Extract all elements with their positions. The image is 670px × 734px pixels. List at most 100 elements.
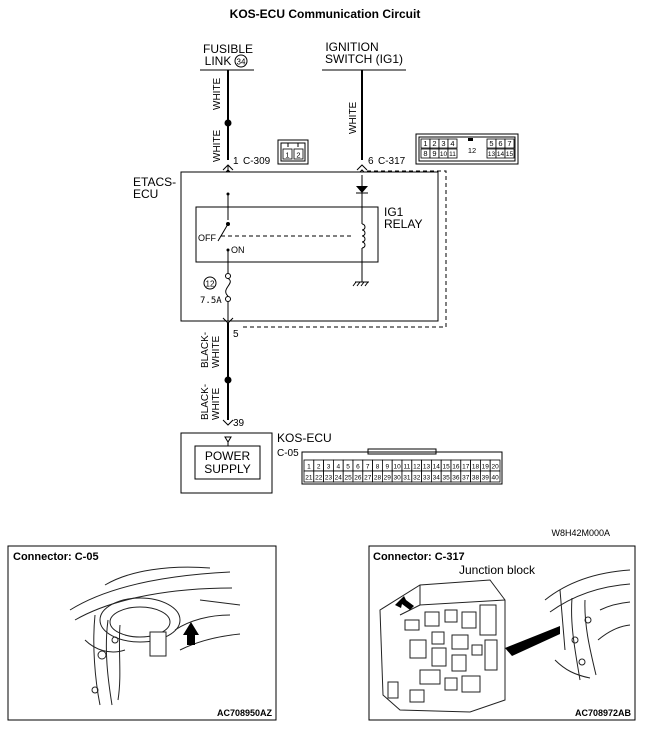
wire-color-left-upper-2: WHITE <box>212 129 223 162</box>
c05-pin-label: 34 <box>433 475 441 482</box>
c05-pin-label: 19 <box>482 464 490 471</box>
kos-input-marker <box>224 436 232 443</box>
relay-label-line1: IG1 <box>384 205 404 219</box>
etacs-ecu-box <box>180 171 439 322</box>
svg-text:5: 5 <box>489 139 493 148</box>
c05-pin-label: 12 <box>413 464 421 471</box>
fusible-link-label: FUSIBLE LINK 34 <box>200 42 254 71</box>
splice-left-lower <box>224 376 232 384</box>
location-pointer <box>505 626 560 656</box>
c05-pin-label: 24 <box>335 475 343 482</box>
svg-text:4: 4 <box>450 139 454 148</box>
pin-chevron-c317 <box>356 164 368 171</box>
c05-pin-label: 36 <box>452 475 460 482</box>
c05-pin-label: 3 <box>327 464 331 471</box>
fusible-link-number: 34 <box>237 58 246 67</box>
junction-block-sketch <box>379 579 506 713</box>
fuse-number-circle <box>203 276 217 290</box>
pin-kos-in: 39 <box>233 418 245 429</box>
power-supply-box <box>194 445 261 480</box>
c05-pin-label: 23 <box>325 475 333 482</box>
c05-pin-label: 20 <box>491 464 499 471</box>
svg-text:9: 9 <box>432 149 436 158</box>
c05-pin-label: 27 <box>364 475 372 482</box>
arrow-icon-c317 <box>395 596 414 610</box>
svg-text:10: 10 <box>440 151 448 158</box>
relay-label-line2: RELAY <box>384 217 422 231</box>
c05-pin-label: 15 <box>442 464 450 471</box>
c05-pin-label: 10 <box>393 464 401 471</box>
c05-pin-label: 6 <box>356 464 360 471</box>
fuse-rating: 7.5A <box>200 296 222 306</box>
c05-pin-cell <box>489 470 501 483</box>
ignition-switch-line1: IGNITION <box>325 40 378 54</box>
c05-pin-label: 16 <box>452 464 460 471</box>
c05-pin-label: 11 <box>404 464 411 471</box>
c05-pin-label: 26 <box>354 475 362 482</box>
figure-code: W8H42M000A <box>551 528 610 538</box>
panel-c317-frame <box>368 545 636 721</box>
panel-c317-sublabel: Junction block <box>459 563 536 577</box>
switch-on-label: ON <box>231 245 245 255</box>
fusible-link-line1: FUSIBLE <box>203 42 253 56</box>
c05-pin-label: 39 <box>482 475 490 482</box>
c05-pin-label: 14 <box>433 464 441 471</box>
kos-connector-label: C-05 <box>277 448 299 459</box>
svg-text:1: 1 <box>423 139 427 148</box>
power-supply-line2: SUPPLY <box>204 462 250 476</box>
etacs-dashed-boundary <box>240 170 447 328</box>
c05-pin-label: 1 <box>307 464 311 471</box>
c05-pin-label: 32 <box>413 475 421 482</box>
panel-c317-code: AC708972AB <box>575 708 632 718</box>
fuse-number: 12 <box>206 280 215 289</box>
relay-inner-box <box>195 206 379 263</box>
c05-pin-label: 25 <box>344 475 352 482</box>
pin-chevron-kos-in <box>222 419 234 426</box>
c05-pin-label: 28 <box>374 475 382 482</box>
c05-pin-label: 31 <box>403 475 411 482</box>
c05-pin-label: 7 <box>366 464 370 471</box>
c05-pin-label: 30 <box>393 475 401 482</box>
dashboard-sketch-c05 <box>69 566 241 706</box>
svg-text:3: 3 <box>441 139 445 148</box>
ignition-switch-label: IGNITION SWITCH (IG1) <box>322 40 406 71</box>
c05-pin-label: 29 <box>384 475 392 482</box>
wire-color-left-lower-2b: WHITE <box>211 387 222 420</box>
switch-off-label: OFF <box>198 233 216 243</box>
etacs-label-line1: ETACS- <box>133 175 176 189</box>
c05-pin-label: 35 <box>442 475 450 482</box>
c05-pin-label: 17 <box>462 464 470 471</box>
pin-c309-connector: C-309 <box>243 156 271 167</box>
panel-c05-frame <box>7 545 277 721</box>
svg-text:14: 14 <box>497 151 505 158</box>
c05-pin-label: 40 <box>491 475 499 482</box>
svg-text:13: 13 <box>488 151 496 158</box>
connector-c309-icon: 1 2 <box>277 139 309 165</box>
diode-symbol <box>356 186 368 193</box>
svg-text:2: 2 <box>432 139 436 148</box>
ground-icon <box>352 281 369 287</box>
c05-pin-label: 21 <box>305 475 313 482</box>
panel-connector-c05: Connector: C-05 AC708950AZ <box>7 545 277 721</box>
pin-c309-number: 1 <box>233 156 239 167</box>
svg-text:11: 11 <box>449 151 456 158</box>
arrow-icon-c05 <box>183 622 199 645</box>
switch-blade <box>217 223 229 242</box>
wire-color-right-upper: WHITE <box>348 101 359 134</box>
pin-c317-connector: C-317 <box>378 156 406 167</box>
fuse-element <box>225 278 231 297</box>
wire-color-left-lower-2a: BLACK- <box>200 384 211 420</box>
c05-pin-label: 22 <box>315 475 323 482</box>
panel-c05-code: AC708950AZ <box>217 708 273 718</box>
pin-c317-number: 6 <box>368 156 374 167</box>
fusible-link-line2: LINK <box>205 54 232 68</box>
wire-color-left-lower-1b: WHITE <box>211 335 222 368</box>
c05-pin-label: 13 <box>423 464 431 471</box>
power-supply-line1: POWER <box>205 449 251 463</box>
wire-color-left-upper-1: WHITE <box>212 77 223 110</box>
svg-text:6: 6 <box>498 139 502 148</box>
connector-c317-icon: 1 2 3 4 5 6 7 8 9 10 11 12 13 14 15 <box>415 133 519 165</box>
c309-pin-2: 2 <box>296 151 300 160</box>
